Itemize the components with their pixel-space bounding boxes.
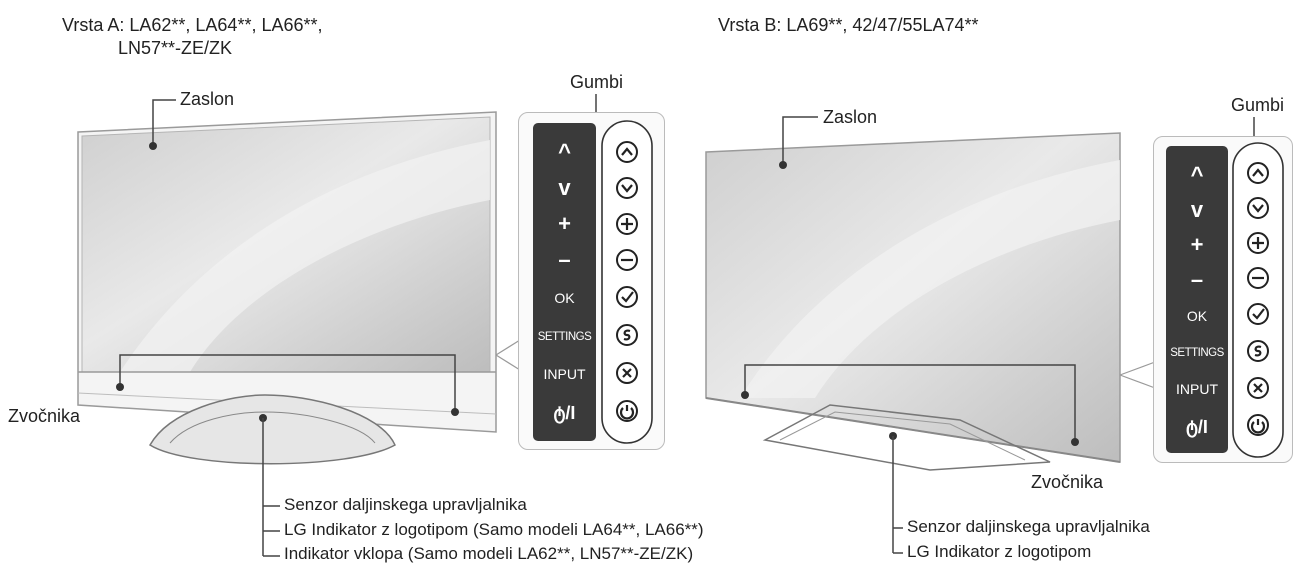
minus-label: – (1190, 267, 1204, 292)
down-label: v (1190, 197, 1204, 222)
variant-a-button-panel: ^ v + – OK SETTINGS INPUT ტ/I (518, 112, 665, 450)
variant-a-callout-remote-sensor: Senzor daljinskega upravljalnika (284, 495, 527, 514)
variant-b-tv (705, 116, 1258, 554)
variant-b-button-column (1232, 142, 1284, 458)
input-label: INPUT (543, 366, 586, 382)
variant-a-title-line2: LN57**-ZE/ZK (118, 38, 233, 58)
up-label: ^ (1190, 162, 1204, 187)
variant-a-button-column (601, 120, 653, 444)
variant-a-tv (77, 94, 600, 557)
ok-label: OK (1186, 308, 1208, 324)
power-label: ტ/I (553, 403, 576, 423)
plus-label: + (1190, 232, 1204, 257)
variant-a-buttons-label: Gumbi (570, 72, 624, 92)
power-label: ტ/I (1186, 417, 1208, 437)
variant-b-speakers-label: Zvočnika (1031, 472, 1104, 492)
variant-a-screen-label: Zaslon (180, 89, 235, 109)
variant-a-callout-power-indicator: Indikator vklopa (Samo modeli LA62**, LN… (284, 544, 694, 563)
variant-b-button-panel: ^ v + – OK SETTINGS INPUT ტ/I (1153, 136, 1293, 463)
variant-b-button-labels: ^ v + – OK SETTINGS INPUT ტ/I (1166, 146, 1228, 453)
variant-a-speakers-label: Zvočnika (8, 406, 81, 426)
settings-label: SETTINGS (537, 331, 592, 343)
variant-a-callout-logo-indicator: LG Indikator z logotipom (Samo modeli LA… (284, 520, 704, 539)
variant-b-callout-logo-indicator: LG Indikator z logotipom (907, 542, 1092, 561)
ok-label: OK (554, 290, 575, 306)
input-label: INPUT (1176, 381, 1218, 397)
variant-a-title-line1: Vrsta A: LA62**, LA64**, LA66**, (62, 15, 323, 35)
variant-b-buttons-label: Gumbi (1231, 95, 1285, 115)
variant-b-callout-remote-sensor: Senzor daljinskega upravljalnika (907, 517, 1150, 536)
settings-label: SETTINGS (1170, 347, 1224, 359)
variant-b-screen-label: Zaslon (823, 107, 878, 127)
up-label: ^ (558, 139, 571, 164)
down-label: v (558, 175, 571, 200)
minus-label: – (558, 247, 571, 272)
variant-a-button-labels: ^ v + – OK SETTINGS INPUT ტ/I (533, 123, 596, 441)
variant-b-title: Vrsta B: LA69**, 42/47/55LA74** (718, 15, 979, 35)
plus-label: + (558, 211, 571, 236)
